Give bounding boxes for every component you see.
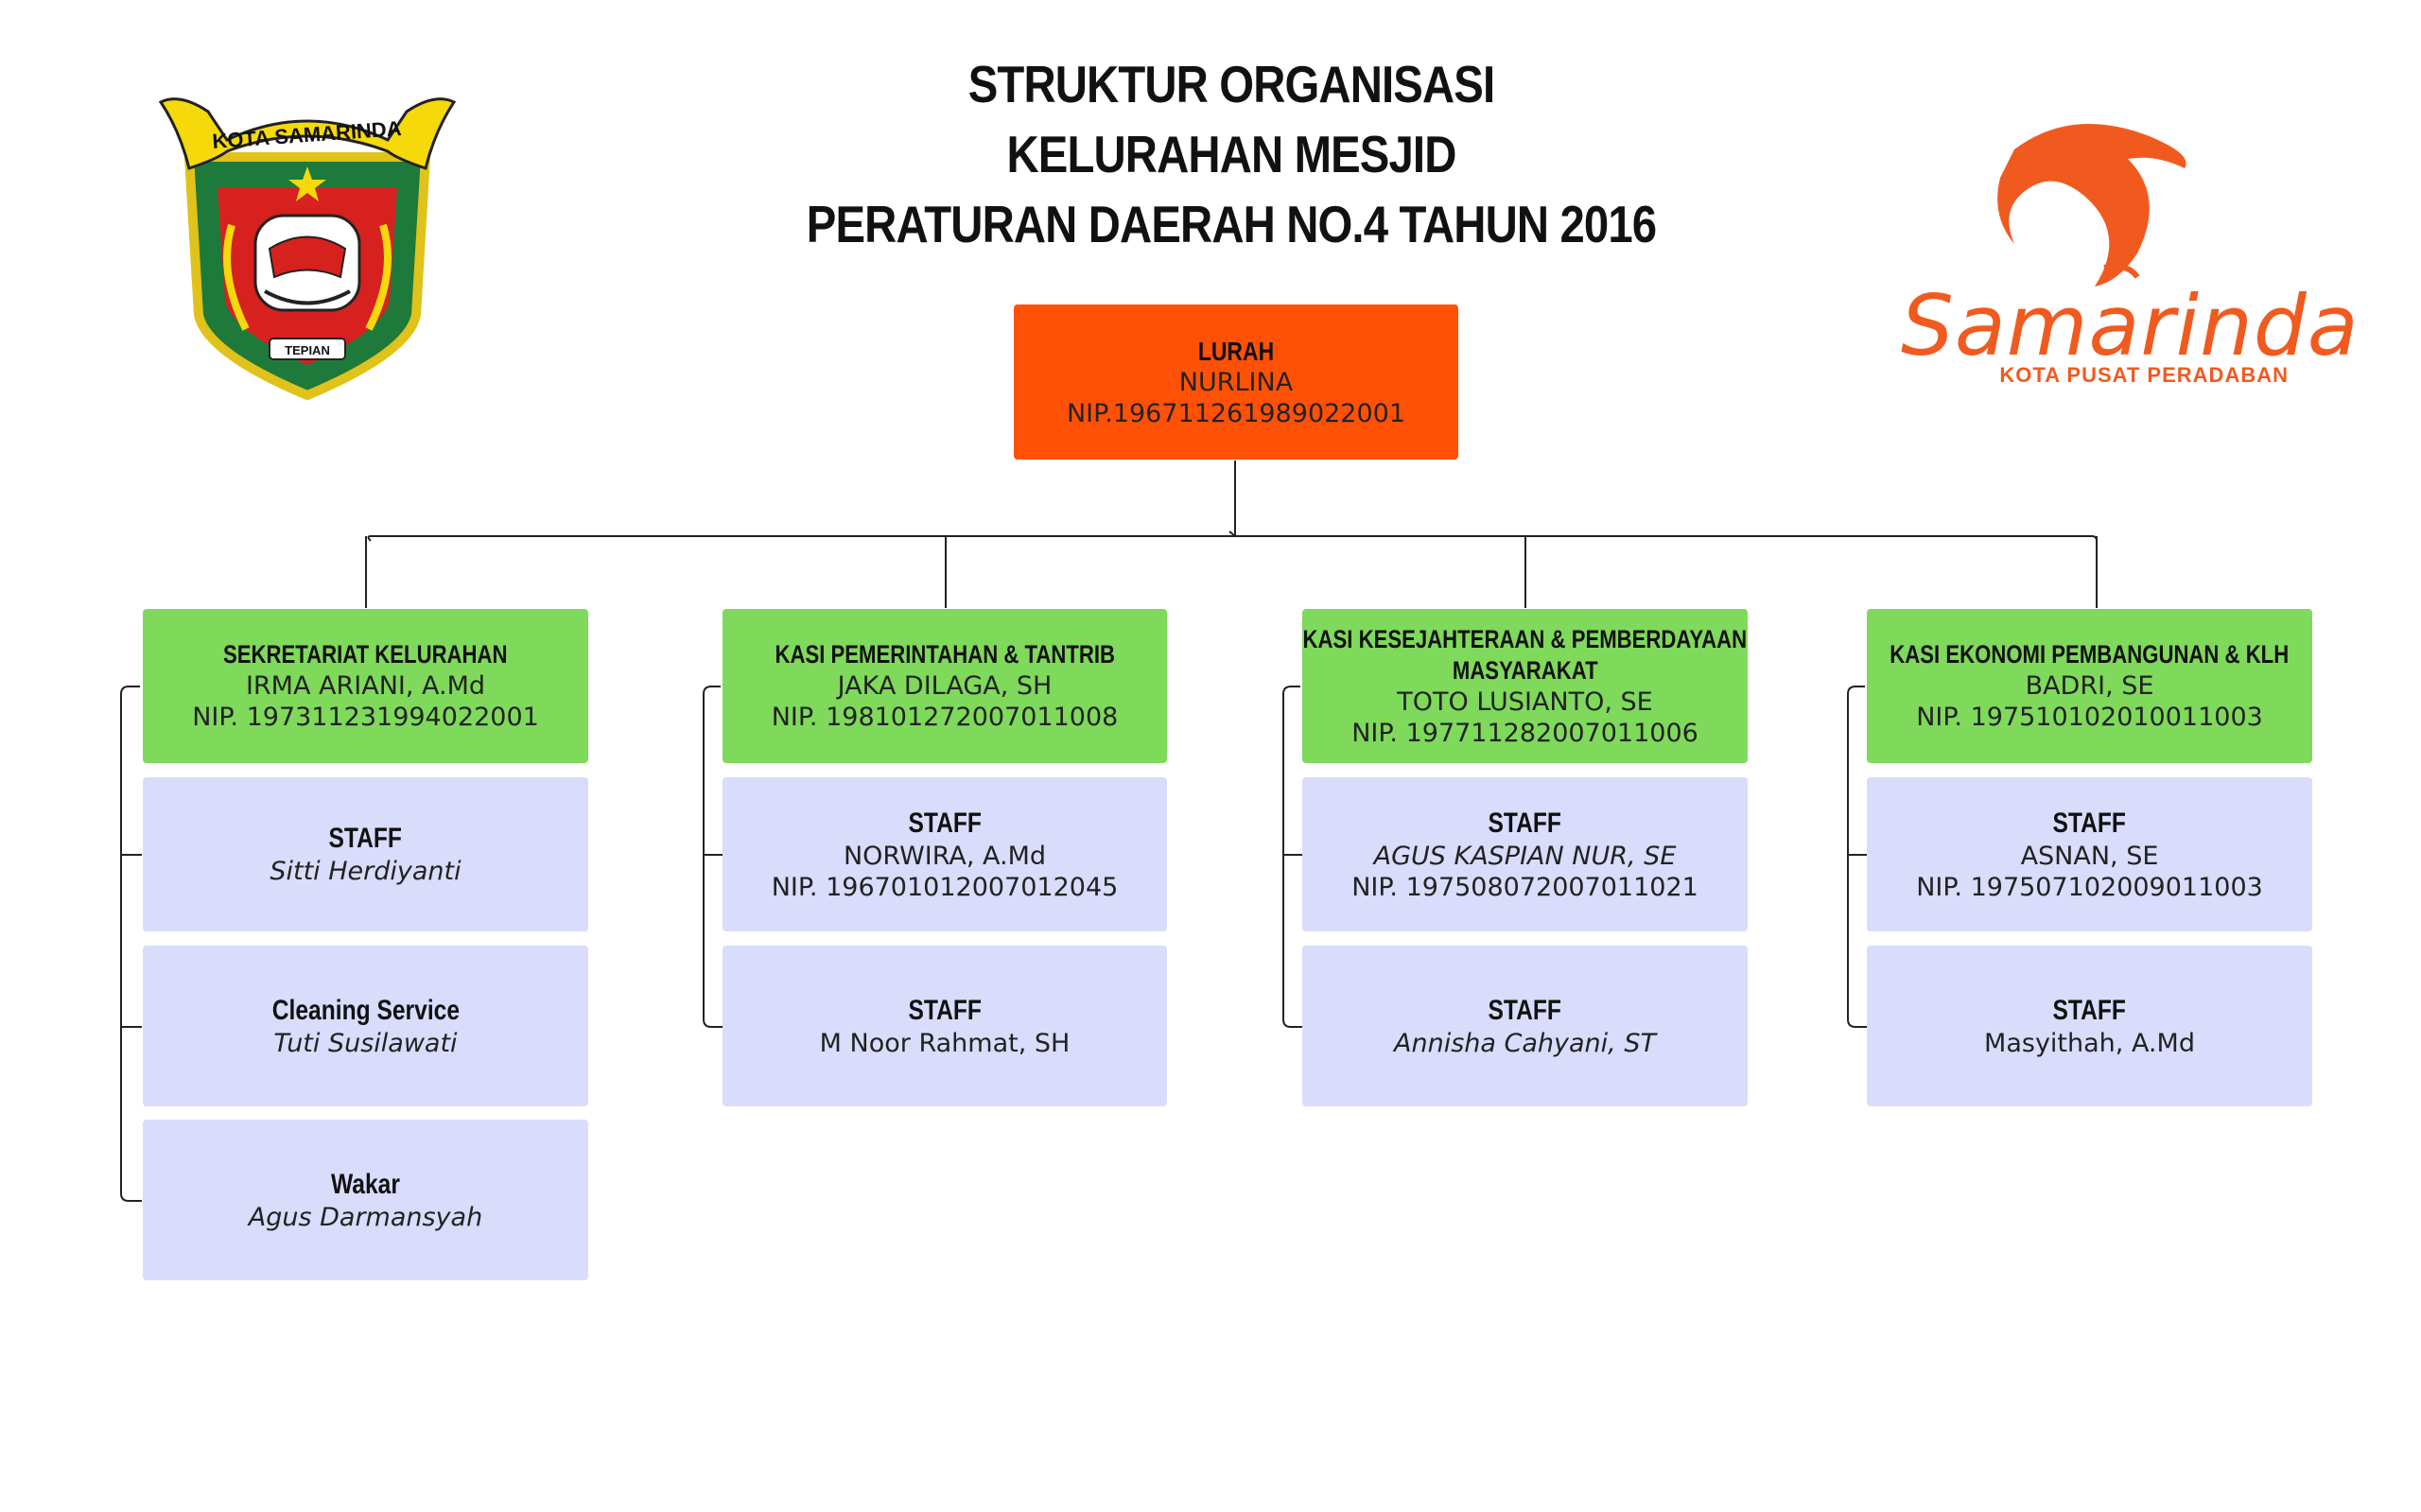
node-name: NURLINA bbox=[1178, 367, 1294, 397]
node-name: M Noor Rahmat, SH bbox=[819, 1028, 1071, 1058]
node-role: STAFF bbox=[2052, 994, 2127, 1026]
node-staff: STAFF AGUS KASPIAN NUR, SE NIP. 19750807… bbox=[1302, 777, 1748, 931]
node-name: Annisha Cahyani, ST bbox=[1394, 1028, 1656, 1058]
title-line-1: STRUKTUR ORGANISASI bbox=[967, 55, 1495, 113]
node-staff: Wakar Agus Darmansyah bbox=[143, 1120, 588, 1280]
node-name: IRMA ARIANI, A.Md bbox=[245, 671, 486, 701]
node-staff: STAFF Annisha Cahyani, ST bbox=[1302, 946, 1748, 1106]
node-nip: NIP. 197507102009011003 bbox=[1916, 872, 2263, 902]
node-nip: NIP. 197311231994022001 bbox=[192, 703, 539, 732]
node-name: BADRI, SE bbox=[2025, 671, 2154, 701]
samarinda-logo-tagline: KOTA PUSAT PERADABAN bbox=[1999, 363, 2289, 387]
node-name: Agus Darmansyah bbox=[248, 1202, 483, 1232]
node-name: AGUS KASPIAN NUR, SE bbox=[1373, 841, 1677, 871]
node-role: KASI PEMERINTAHAN & TANTRIB bbox=[775, 640, 1115, 669]
node-role: STAFF bbox=[908, 807, 982, 839]
node-division-pemerintahan: KASI PEMERINTAHAN & TANTRIB JAKA DILAGA,… bbox=[723, 609, 1167, 763]
node-name: Masyithah, A.Md bbox=[1984, 1028, 2195, 1058]
node-name: Tuti Susilawati bbox=[273, 1028, 458, 1058]
node-role: Cleaning Service bbox=[271, 994, 460, 1026]
samarinda-logo-word: Samarinda bbox=[1901, 277, 2360, 374]
node-role-line-1: KASI KESEJAHTERAAN & PEMBERDAYAAN bbox=[1302, 624, 1748, 653]
node-name: JAKA DILAGA, SH bbox=[837, 671, 1053, 701]
node-staff: STAFF M Noor Rahmat, SH bbox=[723, 946, 1167, 1106]
node-staff: STAFF Masyithah, A.Md bbox=[1867, 946, 2312, 1106]
node-role: STAFF bbox=[1488, 994, 1562, 1026]
node-nip: NIP. 196701012007012045 bbox=[771, 872, 1119, 902]
node-name: TOTO LUSIANTO, SE bbox=[1397, 686, 1653, 717]
title-line-3: PERATURAN DAERAH NO.4 TAHUN 2016 bbox=[806, 195, 1657, 253]
node-division-kesejahteraan: KASI KESEJAHTERAAN & PEMBERDAYAAN MASYAR… bbox=[1302, 609, 1748, 763]
emblem-bottom-text: TEPIAN bbox=[285, 343, 330, 357]
connector-bracket-2 bbox=[703, 686, 723, 1028]
node-role: LURAH bbox=[1197, 336, 1275, 366]
node-staff: STAFF ASNAN, SE NIP. 197507102009011003 bbox=[1867, 777, 2312, 931]
node-name: NORWIRA, A.Md bbox=[843, 841, 1047, 871]
node-name: ASNAN, SE bbox=[2020, 841, 2159, 871]
node-division-sekretariat: SEKRETARIAT KELURAHAN IRMA ARIANI, A.Md … bbox=[143, 609, 588, 763]
node-role: STAFF bbox=[1488, 807, 1562, 839]
page-title: STRUKTUR ORGANISASI KELURAHAN MESJID PER… bbox=[0, 49, 2421, 259]
node-role: STAFF bbox=[2052, 807, 2127, 839]
connector-bus-left bbox=[1228, 530, 1236, 537]
node-division-ekonomi: KASI EKONOMI PEMBANGUNAN & KLH BADRI, SE… bbox=[1867, 609, 2312, 763]
node-staff: Cleaning Service Tuti Susilawati bbox=[143, 946, 588, 1106]
node-nip: NIP. 198101272007011008 bbox=[771, 703, 1119, 732]
node-staff: STAFF Sitti Herdiyanti bbox=[143, 777, 588, 931]
connector-bus bbox=[367, 535, 2098, 542]
node-lurah: LURAH NURLINA NIP.196711261989022001 bbox=[1014, 304, 1458, 460]
node-role: SEKRETARIAT KELURAHAN bbox=[223, 640, 508, 669]
node-staff: STAFF NORWIRA, A.Md NIP. 196701012007012… bbox=[723, 777, 1167, 931]
node-role-line-2: MASYARAKAT bbox=[1452, 655, 1598, 685]
node-nip: NIP. 197711282007011006 bbox=[1351, 718, 1698, 748]
pesut-dolphin-icon bbox=[1997, 124, 2186, 287]
node-role: STAFF bbox=[328, 823, 403, 854]
node-nip: NIP.196711261989022001 bbox=[1066, 398, 1406, 428]
node-role: KASI EKONOMI PEMBANGUNAN & KLH bbox=[1890, 640, 2290, 669]
kota-samarinda-emblem-icon: KOTA SAMARINDA TEPIAN bbox=[158, 97, 457, 401]
node-name: Sitti Herdiyanti bbox=[270, 857, 462, 886]
connector-bracket-3 bbox=[1282, 686, 1302, 1028]
node-nip: NIP. 197510102010011003 bbox=[1916, 703, 2263, 732]
title-line-2: KELURAHAN MESJID bbox=[1006, 125, 1456, 183]
node-nip: NIP. 197508072007011021 bbox=[1351, 872, 1698, 902]
connector-bracket-1 bbox=[120, 686, 142, 1202]
node-role: Wakar bbox=[331, 1168, 400, 1200]
connector-bracket-4 bbox=[1847, 686, 1867, 1028]
node-role: STAFF bbox=[908, 994, 982, 1026]
